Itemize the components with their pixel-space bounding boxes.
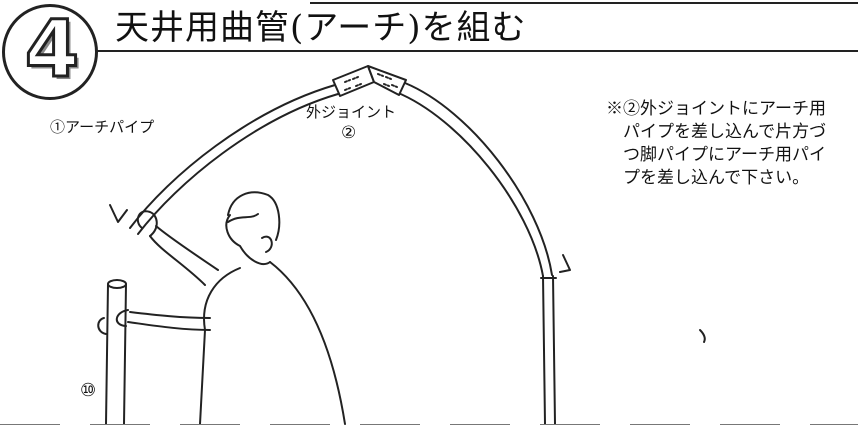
- note-line: パイプを差し込んで片方づ: [606, 122, 827, 142]
- step-badge: 4: [2, 4, 98, 100]
- step-number: 4: [23, 5, 80, 95]
- right-arch-pipe: [404, 82, 553, 276]
- left-arch-pipe: [129, 84, 336, 229]
- left-leg-pipe: [105, 279, 127, 425]
- bottom-divider: [0, 424, 858, 425]
- leg-pipe-number: ⑩: [80, 380, 97, 401]
- note-line: プを差し込んで下さい。: [606, 168, 810, 188]
- person-figure: [97, 191, 346, 425]
- arch-pipe-label: ①アーチパイプ: [50, 118, 155, 136]
- assembly-note: ※②外ジョイントにアーチ用 パイプを差し込んで片方づ つ脚パイプにアーチ用パイ …: [606, 98, 846, 190]
- outer-joint-icon: [332, 65, 407, 97]
- outer-joint-label: 外ジョイント: [306, 103, 397, 121]
- note-line: つ脚パイプにアーチ用パイ: [606, 145, 826, 165]
- right-leg-pipe: [542, 275, 546, 425]
- title-underline: [96, 50, 858, 52]
- note-line: ※②外ジョイントにアーチ用: [606, 99, 826, 119]
- step-title: 天井用曲管(アーチ)を組む: [115, 8, 527, 48]
- outer-joint-number: ②: [341, 123, 357, 143]
- top-divider: [310, 2, 858, 4]
